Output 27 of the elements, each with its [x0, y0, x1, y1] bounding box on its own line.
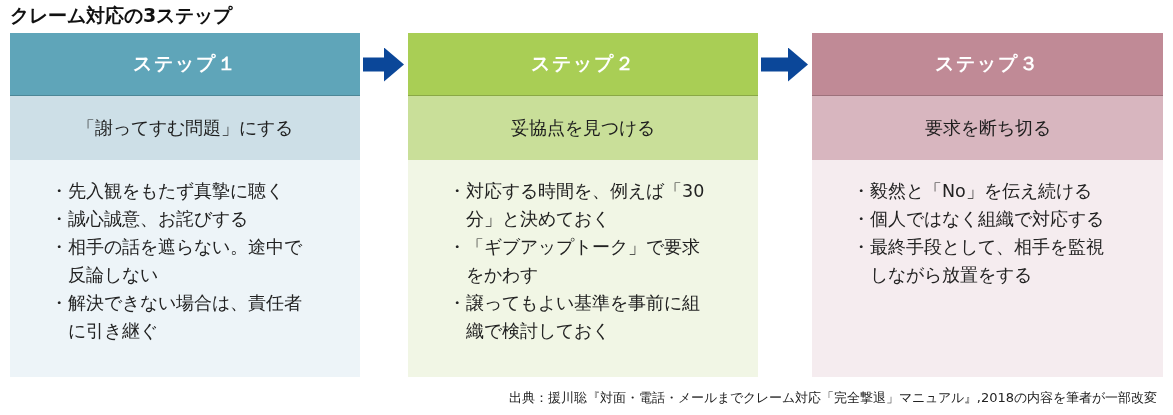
list-item: ・誠心誠意、お詫びする [50, 208, 249, 231]
diagram-title: クレーム対応の3ステップ [10, 3, 233, 28]
list-item: ・対応する時間を、例えば「30分」と決めておく [448, 180, 706, 231]
list-item: ・最終手段として、相手を監視しながら放置をする [852, 236, 1105, 287]
subtitle-band [812, 96, 1163, 160]
step-title: ステップ１ [132, 51, 238, 76]
list-item: ・毅然と「No」を伝え続ける [852, 180, 1093, 203]
list-item: ・譲ってもよい基準を事前に組織で検討しておく [448, 292, 701, 343]
list-item: ・相手の話を遮らない。途中で反論しない [50, 236, 303, 287]
step-title: ステップ２ [530, 51, 636, 76]
content-panel [10, 160, 360, 377]
list-item: ・先入観をもたず真摯に聴く [50, 180, 285, 203]
list-item: ・解決できない場合は、責任者に引き継ぐ [50, 292, 303, 343]
step-subtitle: 要求を断ち切る [924, 116, 1051, 140]
header-band [10, 33, 360, 96]
header-band [408, 33, 758, 96]
subtitle-band [10, 96, 360, 160]
step-subtitle: 「謝ってすむ問題」にする [77, 116, 293, 140]
content-panel [812, 160, 1163, 377]
step-subtitle: 妥協点を見つける [511, 116, 655, 140]
list-item: ・「ギブアップトーク」で要求をかわす [448, 236, 701, 287]
content-panel [408, 160, 758, 377]
list-item: ・個人ではなく組織で対応する [852, 208, 1105, 231]
header-band [812, 33, 1163, 96]
subtitle-band [408, 96, 758, 160]
step-title: ステップ３ [935, 51, 1040, 76]
source-caption: 出典：援川聡『対面・電話・メールまでクレーム対応「完全撃退」マニュアル』,2018の内容を筆者が一部改変 [508, 389, 1157, 407]
